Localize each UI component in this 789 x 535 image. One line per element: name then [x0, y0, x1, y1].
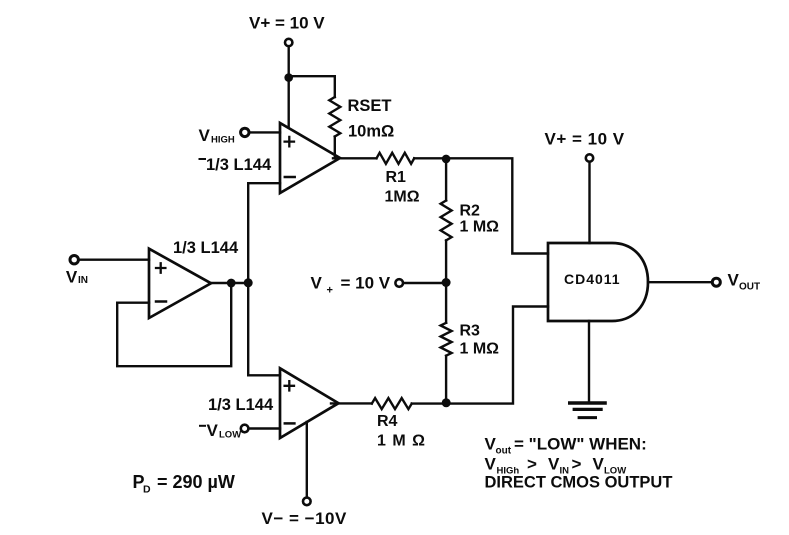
svg-text:CD4011: CD4011: [564, 271, 621, 287]
svg-text:= 290 µW: = 290 µW: [157, 472, 235, 492]
svg-text:R3: R3: [460, 323, 481, 340]
svg-text:V: V: [593, 455, 605, 474]
svg-text:R1: R1: [386, 169, 407, 186]
svg-text:= 10 V: = 10 V: [341, 274, 391, 293]
svg-text:>: >: [572, 455, 582, 474]
svg-text:P: P: [133, 472, 145, 492]
svg-text:1/3 L144: 1/3 L144: [173, 239, 239, 257]
svg-text:>: >: [527, 455, 537, 474]
svg-text:DIRECT CMOS OUTPUT: DIRECT CMOS OUTPUT: [485, 474, 673, 492]
svg-text:IN: IN: [560, 466, 570, 477]
svg-text:OUT: OUT: [739, 282, 760, 293]
svg-text:1/3 L144: 1/3 L144: [208, 396, 274, 414]
svg-text:= "LOW" WHEN:: = "LOW" WHEN:: [514, 435, 647, 454]
svg-text:V+ = 10 V: V+ = 10 V: [545, 130, 625, 149]
svg-text:V: V: [485, 435, 497, 454]
svg-text:V: V: [66, 268, 78, 287]
svg-text:V− = −10V: V− = −10V: [262, 509, 347, 528]
svg-text:R2: R2: [460, 203, 481, 220]
svg-text:1 MΩ: 1 MΩ: [460, 341, 500, 358]
svg-text:out: out: [496, 446, 512, 457]
svg-text:1MΩ: 1MΩ: [385, 189, 420, 206]
svg-text:+: +: [327, 285, 333, 297]
svg-text:V: V: [485, 455, 497, 474]
svg-text:V: V: [728, 271, 740, 290]
svg-text:D: D: [143, 484, 151, 496]
svg-text:R4: R4: [377, 413, 398, 430]
svg-text:V: V: [199, 126, 211, 145]
svg-text:V: V: [548, 455, 560, 474]
svg-text:1 M Ω: 1 M Ω: [377, 433, 426, 450]
svg-text:LOW: LOW: [219, 430, 241, 441]
svg-text:V+ = 10 V: V+ = 10 V: [249, 14, 325, 33]
svg-text:V: V: [311, 274, 323, 293]
svg-text:HIGh: HIGh: [497, 466, 520, 477]
svg-text:10mΩ: 10mΩ: [348, 123, 394, 141]
svg-text:RSET: RSET: [348, 97, 392, 115]
svg-text:HIGH: HIGH: [211, 135, 235, 146]
svg-text:1/3 L144: 1/3 L144: [206, 156, 272, 174]
svg-text:IN: IN: [78, 275, 88, 286]
svg-text:1 MΩ: 1 MΩ: [460, 219, 500, 236]
svg-text:V: V: [207, 421, 219, 440]
svg-text:LOW: LOW: [604, 466, 626, 477]
